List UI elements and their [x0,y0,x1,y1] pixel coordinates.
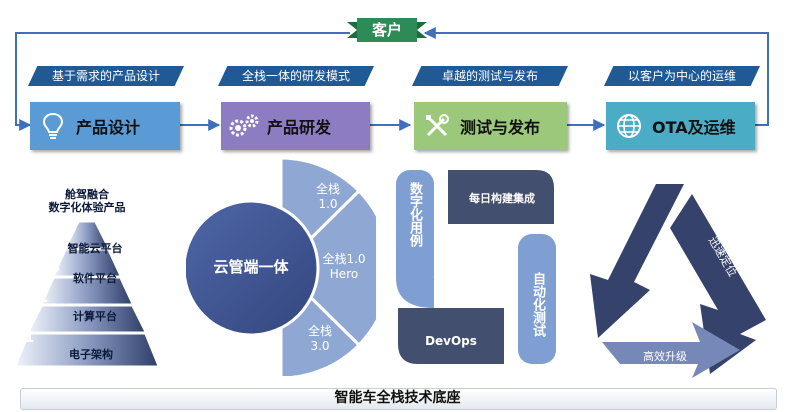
cloud-segment-1: 全栈 1.0 [315,182,340,211]
stage-label-rd: 全栈一体的研发模式 [218,66,374,86]
gears-icon [227,113,261,139]
cloud-segment-3: 全栈 3.0 [307,324,332,353]
stage-box-rd: 产品研发 [221,102,370,150]
stage-box-design: 产品设计 [30,102,180,150]
cloud-diagram: 云管端一体 全栈 1.0 全栈1.0 Hero 全栈 3.0 [186,156,376,376]
pyramid-layer-label: 软件平台 [73,272,117,285]
devops-right-label: 自动化测试 [530,272,545,337]
pyramid-num-2: 2 [38,288,49,306]
stage-box-label: 产品设计 [76,118,141,137]
stage-box-test: 测试与发布 [414,102,567,150]
pyramid-top-label: 舱驾融合 数字化体验产品 [48,188,126,214]
pyramid-layer-label: 智能云平台 [67,242,123,255]
cycle-bottom-label: 高效升级 [643,350,687,363]
footer-bar [20,388,777,410]
lightbulb-icon [36,112,70,140]
globe-icon [612,112,646,140]
pyramid-layer-label: 电子架构 [69,348,113,361]
pyramid: 舱驾融合 数字化体验产品 4 智能云平台 3 软件平台 2 计算平台 1 电子架… [16,182,158,372]
stage-label-test: 卓越的测试与发布 [412,66,568,86]
pyramid-num-3: 3 [50,258,61,276]
cloud-center-label: 云管端一体 [213,258,289,276]
stage-box-label: OTA及运维 [652,118,736,137]
pyramid-layer-label: 计算平台 [73,310,117,323]
devops-bottom-label: DevOps [425,334,477,348]
loop-line-right [423,27,769,126]
footer-label: 智能车全栈技术底座 [334,390,461,406]
stage-box-label: 产品研发 [267,118,332,137]
pyramid-num-4: 4 [60,226,71,244]
tools-icon [420,113,454,139]
customer-ribbon: 客户 [347,16,427,44]
pyramid-num-1: 1 [24,328,35,346]
stage-box-label: 测试与发布 [460,118,541,137]
stage-label-ops: 以客户为中心的运维 [604,66,760,86]
devops-diagram: 数字化用例 每日构建集成 自动化测试 DevOps [396,168,556,378]
devops-top-label: 每日构建集成 [469,192,535,205]
stage-label-design: 基于需求的产品设计 [28,66,184,86]
loop-line-left [15,32,350,131]
stage-box-ops: OTA及运维 [606,102,755,150]
customer-label: 客户 [371,21,402,39]
cloud-segment-2: 全栈1.0 Hero [322,252,366,281]
cycle-diagram: 快速响应 迅速定位 高效升级 [580,178,770,378]
devops-left-label: 数字化用例 [407,182,422,247]
